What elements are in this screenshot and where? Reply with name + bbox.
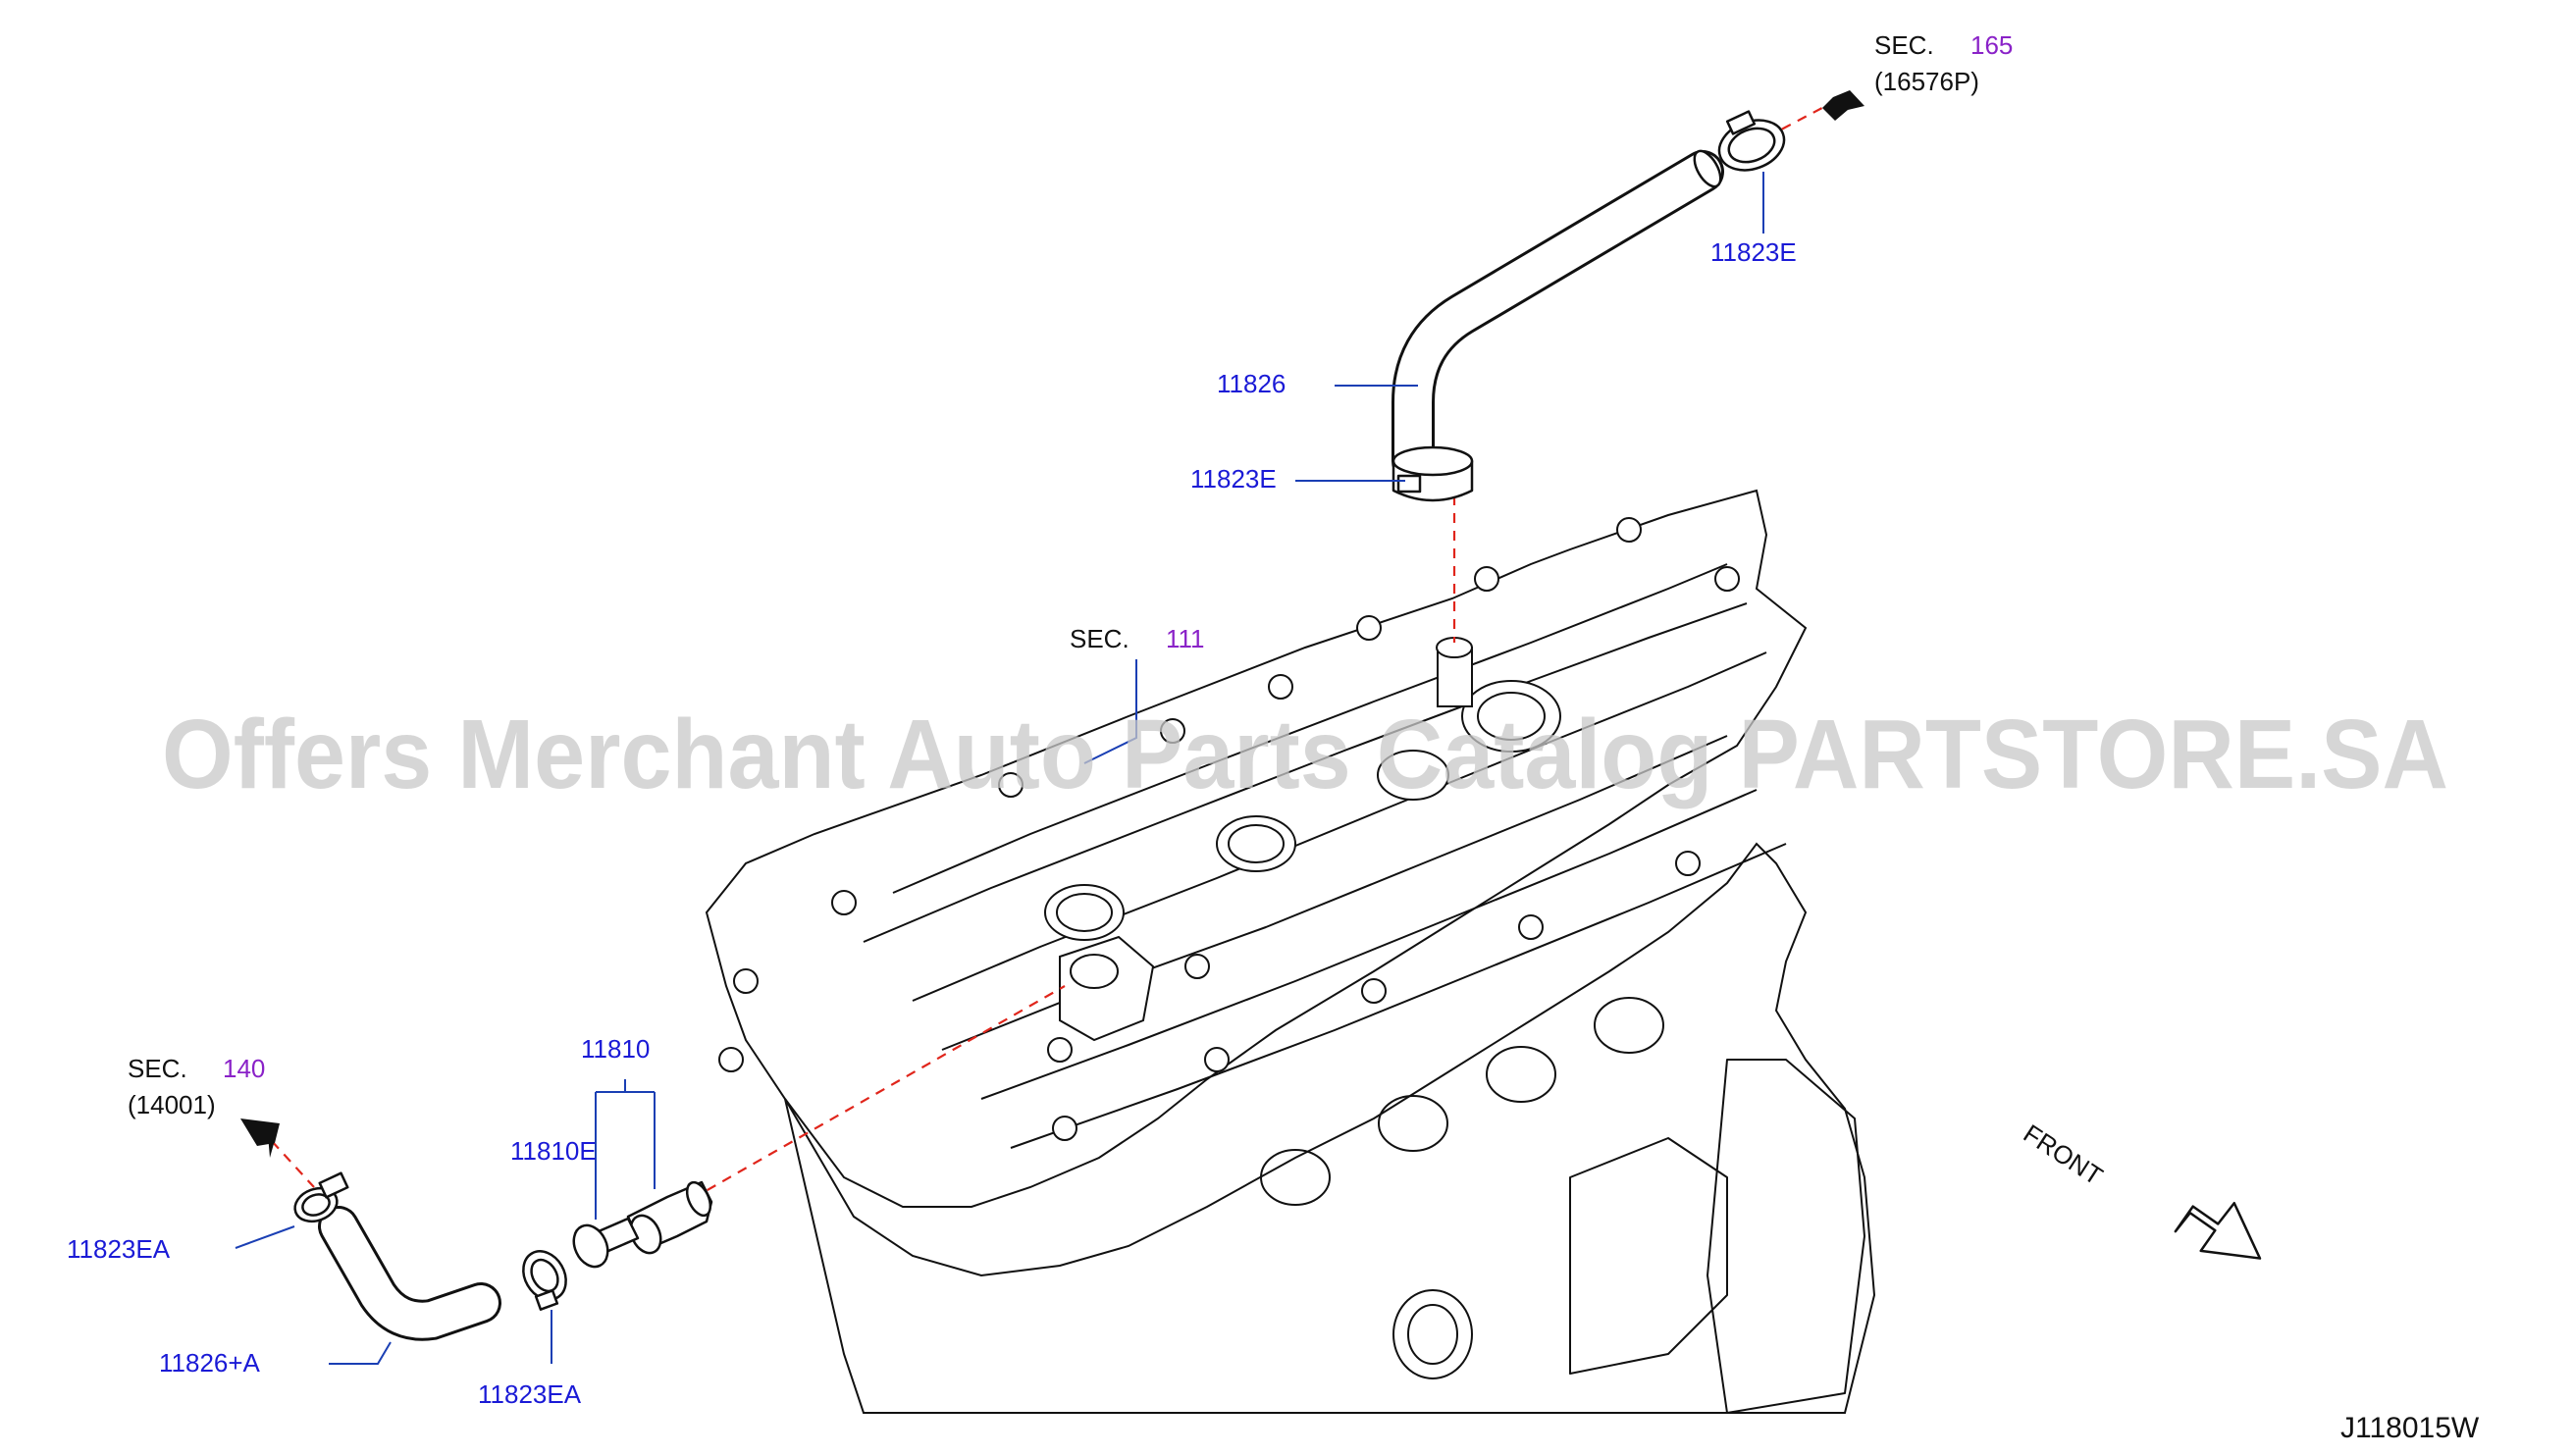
sec140-arrowhead-icon [240, 1118, 280, 1146]
clamp-upper-lower-part[interactable] [1392, 445, 1474, 502]
pcv-valve-part[interactable] [597, 1178, 715, 1258]
sec165-number[interactable]: 165 [1970, 30, 2013, 60]
sec140-number[interactable]: 140 [223, 1054, 265, 1083]
flow-line-sec140 [259, 1127, 315, 1188]
flow-line-pcv-port [691, 985, 1066, 1200]
hose-upper-part[interactable] [1392, 147, 1726, 483]
sec165-ref: (16576P) [1874, 67, 1979, 96]
leader-lines [235, 172, 1764, 1365]
front-label: FRONT [2019, 1118, 2109, 1191]
front-arrow-icon [2174, 1202, 2262, 1260]
sec165-arrow-icon [1822, 90, 1864, 121]
label-hose-lower[interactable]: 11826+A [159, 1348, 261, 1378]
diagram-code: J118015W [2340, 1412, 2480, 1444]
label-pcv-valve[interactable]: 11810 [581, 1034, 650, 1064]
label-pcv-oring[interactable]: 11810E [510, 1136, 597, 1166]
clamp-lower-right-part[interactable] [515, 1243, 575, 1311]
sec111-prefix: SEC. [1070, 624, 1129, 653]
flow-line-sec165 [1765, 99, 1838, 138]
hose-lower-part[interactable] [318, 1206, 501, 1341]
label-clamp-top[interactable]: 11823E [1710, 237, 1797, 267]
sec140-prefix: SEC. [128, 1054, 187, 1083]
engine-cylinder-head-illustration [705, 489, 1876, 1414]
clamp-top-part[interactable] [1712, 110, 1791, 180]
pcv-oring-part[interactable] [567, 1220, 614, 1272]
label-clamp-lower-right[interactable]: 11823EA [478, 1379, 582, 1409]
sec140-ref: (14001) [128, 1090, 216, 1119]
label-clamp-lower-left[interactable]: 11823EA [67, 1234, 171, 1264]
label-hose-upper[interactable]: 11826 [1217, 369, 1286, 398]
sec165-prefix: SEC. [1874, 30, 1934, 60]
label-clamp-upper-lower[interactable]: 11823E [1190, 464, 1277, 494]
sec111-number[interactable]: 111 [1166, 624, 1205, 653]
watermark-text: Offers Merchant Auto Parts Catalog PARTS… [162, 700, 2448, 809]
clamp-lower-left-part[interactable] [290, 1171, 349, 1227]
flow-lines [259, 99, 1838, 1200]
